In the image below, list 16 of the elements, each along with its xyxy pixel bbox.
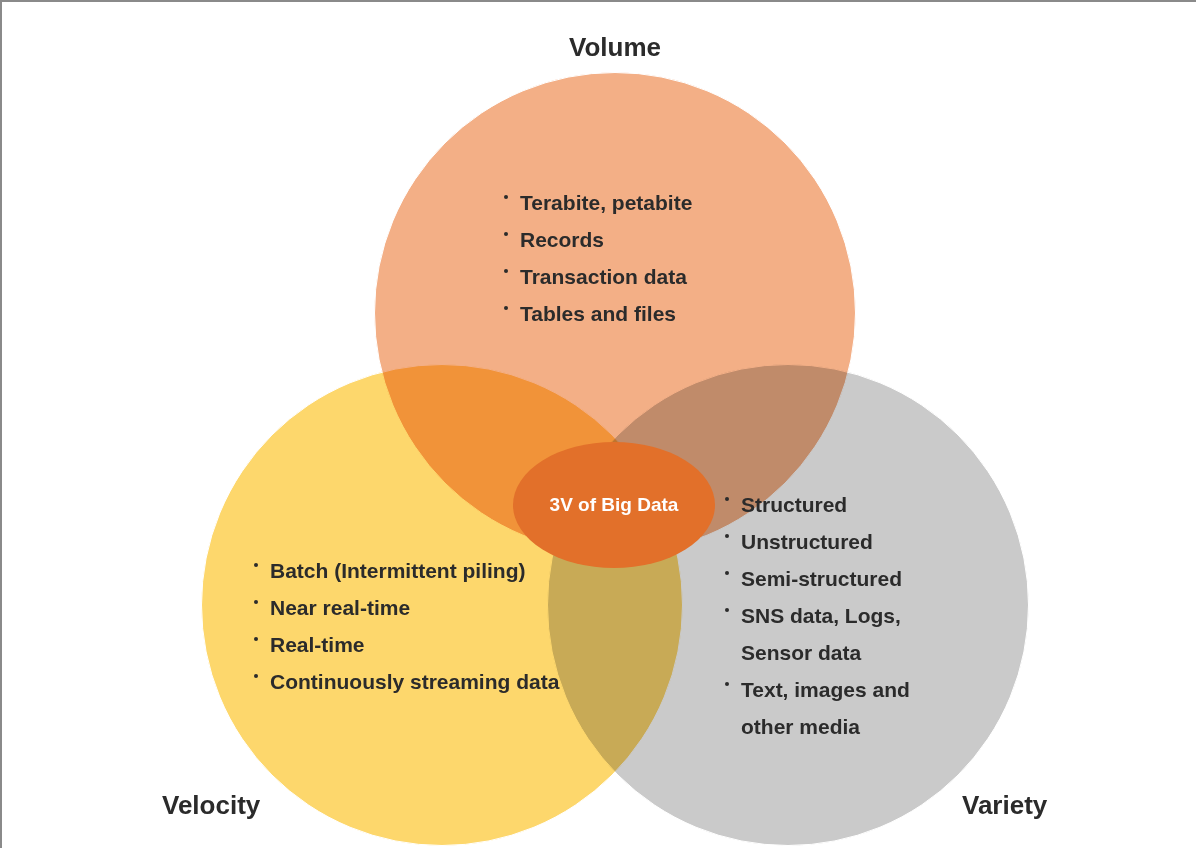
center-label: 3V of Big Data [549,492,679,517]
list-item: Continuously streaming data [270,669,560,695]
list-item: SNS data, Logs, Sensor data [741,603,902,666]
list-item: Semi-structured [741,566,903,592]
circle-heading: Variety [962,789,1048,822]
list-item: Unstructured [741,529,873,555]
list-item: Text, images and other media [741,677,911,740]
list-item: Records [520,227,605,253]
circle-heading: Volume [569,31,661,64]
list-item: Real-time [270,632,365,658]
list-item: Batch (Intermittent piling) [270,558,526,584]
list-item: Near real-time [270,595,411,621]
circle-heading: Velocity [162,789,261,822]
list-item: Transaction data [520,264,687,290]
list-item: Terabite, petabite [520,190,693,216]
list-item: Tables and files [520,301,676,327]
